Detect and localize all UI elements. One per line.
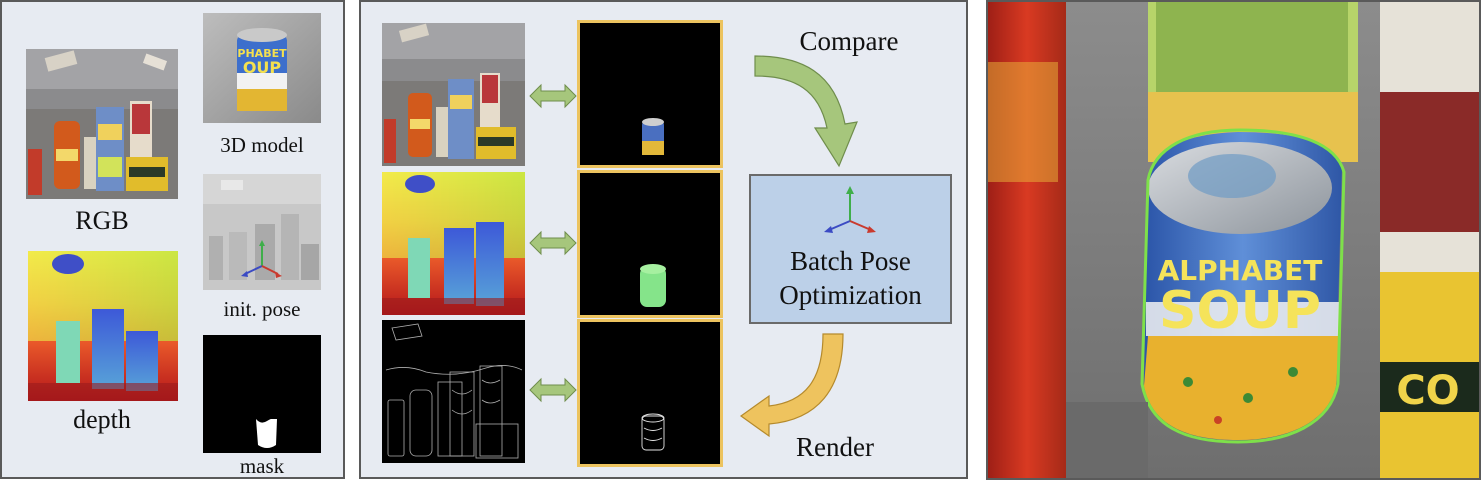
input-panel: RGB bbox=[0, 0, 345, 479]
compare-label: Compare bbox=[799, 26, 899, 56]
svg-text:PHABET: PHABET bbox=[237, 47, 287, 60]
svg-text:OUP: OUP bbox=[243, 58, 282, 77]
model-label: 3D model bbox=[220, 133, 304, 157]
rendered-depth-frame bbox=[577, 170, 723, 318]
depth-image bbox=[28, 251, 178, 401]
compare-arrow bbox=[751, 50, 871, 170]
rgb-image bbox=[26, 49, 178, 199]
svg-text:CO: CO bbox=[1396, 368, 1459, 414]
result-image: CO ALPHABET SOUP bbox=[986, 0, 1481, 480]
pipeline-depth-image bbox=[382, 172, 525, 315]
pipeline-rgb-image bbox=[382, 23, 525, 166]
batch-pose-optimization-box: Batch Pose Optimization bbox=[749, 174, 952, 324]
rgb-label: RGB bbox=[75, 206, 129, 235]
optimization-label-line2: Optimization bbox=[779, 280, 922, 310]
rendered-edge-frame bbox=[577, 319, 723, 467]
mask-label: mask bbox=[239, 454, 285, 478]
init-pose-image bbox=[203, 174, 321, 290]
rendered-rgb-frame bbox=[577, 20, 723, 168]
render-label: Render bbox=[796, 432, 874, 462]
compare-double-arrow-1 bbox=[529, 82, 577, 110]
pipeline-edge-image bbox=[382, 320, 525, 463]
optimization-label-line1: Batch Pose bbox=[790, 246, 911, 276]
pipeline-panel: Compare Batch Pose Optimization Render bbox=[359, 0, 968, 479]
can-text-line1: ALPHABET bbox=[1158, 254, 1323, 287]
depth-label: depth bbox=[73, 405, 131, 434]
model-image: PHABET OUP bbox=[203, 13, 321, 123]
render-arrow bbox=[739, 332, 859, 448]
init-pose-label: init. pose bbox=[223, 297, 301, 321]
mask-image bbox=[203, 335, 321, 453]
compare-double-arrow-2 bbox=[529, 229, 577, 257]
compare-double-arrow-3 bbox=[529, 376, 577, 404]
can-text-line2: SOUP bbox=[1159, 281, 1321, 341]
